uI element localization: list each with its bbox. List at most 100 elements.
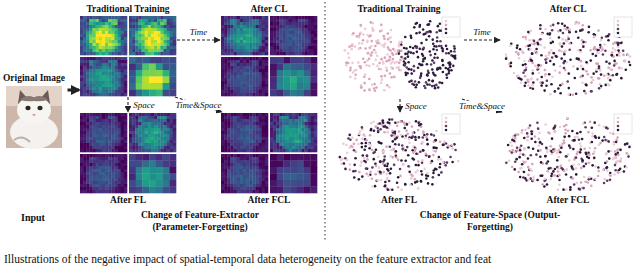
feature-cell — [89, 146, 92, 149]
feature-cell — [262, 37, 265, 40]
feature-cell — [99, 93, 102, 96]
feature-cell — [121, 84, 124, 87]
feature-cell — [93, 163, 96, 166]
feature-cell — [246, 113, 249, 116]
feature-cell — [170, 116, 173, 119]
feature-cell — [170, 46, 173, 49]
feature-cell — [234, 31, 237, 34]
feature-cell — [276, 37, 279, 40]
feature-cell — [259, 119, 262, 122]
feature-cell — [308, 37, 311, 40]
feature-cell — [96, 140, 99, 143]
feature-cell — [105, 25, 108, 28]
feature-cell — [249, 116, 252, 119]
feature-cell — [304, 64, 311, 71]
feature-cell — [129, 83, 136, 90]
feature-cell — [83, 190, 86, 193]
feature-cell — [221, 22, 224, 25]
feature-cell — [163, 83, 170, 90]
feature-cell — [227, 75, 230, 78]
feature-cell — [86, 184, 89, 187]
feature-cell — [105, 149, 108, 152]
feature-cell — [93, 40, 96, 43]
feature-cell — [86, 178, 89, 181]
feature-cell — [96, 90, 99, 93]
feature-cell — [308, 40, 311, 43]
feature-cell — [108, 37, 111, 40]
feature-cell — [105, 163, 108, 166]
feature-cell — [240, 69, 243, 72]
feature-cell — [249, 25, 252, 28]
feature-cell — [249, 46, 252, 49]
feature-cell — [224, 131, 227, 134]
feature-cell — [277, 77, 284, 84]
feature-cell — [234, 52, 237, 55]
feature-cell — [304, 57, 311, 64]
feature-cell — [83, 16, 86, 19]
feature-cell — [240, 40, 243, 43]
feature-cell — [99, 31, 102, 34]
feature-cell — [265, 37, 268, 40]
feature-cell — [173, 113, 176, 116]
feature-cell — [105, 160, 108, 163]
feature-cell — [99, 40, 102, 43]
feature-cell — [298, 25, 301, 28]
feature-cell — [283, 19, 286, 22]
feature-cell — [138, 25, 141, 28]
feature-cell — [240, 46, 243, 49]
feature-cell — [96, 163, 99, 166]
feature-cell — [105, 134, 108, 137]
feature-cell — [224, 93, 227, 96]
feature-cell — [221, 69, 224, 72]
feature-cell — [149, 161, 156, 168]
feature-cell — [157, 149, 160, 152]
feature-cell — [308, 34, 311, 37]
feature-cell — [96, 34, 99, 37]
feature-cell — [252, 78, 255, 81]
feature-cell — [173, 19, 176, 22]
feature-cell — [286, 19, 289, 22]
feature-cell — [314, 34, 317, 37]
feature-cell — [89, 131, 92, 134]
feature-cell — [173, 125, 176, 128]
feature-cell — [265, 119, 268, 122]
feature-cell — [167, 137, 170, 140]
feature-cell — [136, 161, 143, 168]
feature-cell — [173, 122, 176, 125]
feature-cell — [96, 146, 99, 149]
feature-cell — [129, 34, 132, 37]
feature-cell — [243, 19, 246, 22]
feature-cell — [121, 157, 124, 160]
feature-cell — [163, 149, 166, 152]
feature-cell — [170, 43, 173, 46]
feature-cell — [93, 43, 96, 46]
feature-cell — [99, 157, 102, 160]
feature-cell — [124, 75, 127, 78]
feature-cell — [135, 131, 138, 134]
feature-cell — [160, 34, 163, 37]
feature-cell — [93, 119, 96, 122]
feature-cell — [83, 37, 86, 40]
feature-cell — [99, 169, 102, 172]
feature-cell — [80, 78, 83, 81]
feature-cell — [262, 49, 265, 52]
feature-cell — [289, 46, 292, 49]
feature-cell — [111, 184, 114, 187]
feature-cell — [157, 119, 160, 122]
feature-cell — [246, 43, 249, 46]
feature-cell — [136, 57, 143, 64]
feature-cell — [154, 128, 157, 131]
feature-cell — [227, 60, 230, 63]
feature-cell — [111, 154, 114, 157]
feature-cell — [108, 19, 111, 22]
feature-cell — [265, 84, 268, 87]
feature-cell — [108, 66, 111, 69]
feature-cell — [230, 122, 233, 125]
feature-cell — [86, 154, 89, 157]
feature-cell — [89, 116, 92, 119]
feature-cell — [102, 146, 105, 149]
feature-cell — [93, 146, 96, 149]
feature-cell — [255, 37, 258, 40]
feature-cell — [114, 157, 117, 160]
feature-cell — [160, 52, 163, 55]
